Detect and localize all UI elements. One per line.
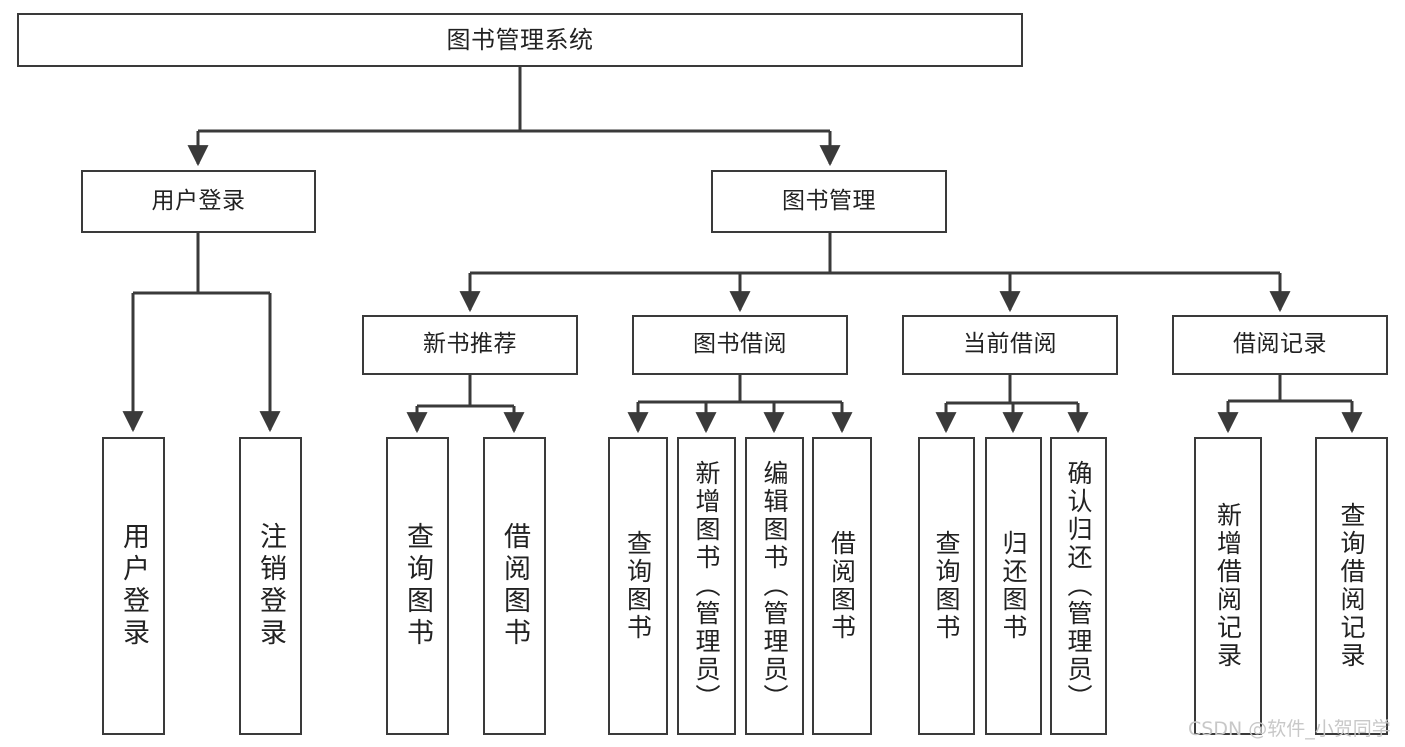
node-book-borrow-label: 图书借阅 — [693, 331, 787, 358]
leaf-current-query-book-label: 查询图书 — [932, 530, 961, 642]
leaf-add-borrow-record-label: 新增借阅记录 — [1213, 502, 1243, 670]
leaf-user-login[interactable]: 用户登录 — [102, 437, 165, 735]
node-borrow-record[interactable]: 借阅记录 — [1172, 315, 1388, 375]
node-new-book-recommend[interactable]: 新书推荐 — [362, 315, 578, 375]
leaf-borrow-query-book-label: 查询图书 — [623, 530, 653, 642]
leaf-new-book-borrow[interactable]: 借阅图书 — [483, 437, 546, 735]
leaf-return-book[interactable]: 归还图书 — [985, 437, 1042, 735]
node-current-borrow[interactable]: 当前借阅 — [902, 315, 1118, 375]
leaf-logout[interactable]: 注销登录 — [239, 437, 302, 735]
node-book-management-label: 图书管理 — [782, 187, 876, 214]
watermark: CSDN @软件_小贺同学 — [1188, 718, 1391, 740]
leaf-confirm-return-admin-label: 确认归还（管理员） — [1064, 460, 1093, 712]
leaf-query-borrow-record-label: 查询借阅记录 — [1337, 502, 1366, 670]
node-current-borrow-label: 当前借阅 — [963, 331, 1057, 358]
leaf-add-book-admin-label: 新增图书（管理员） — [692, 460, 721, 712]
leaf-edit-book-admin-label: 编辑图书（管理员） — [760, 460, 789, 712]
leaf-return-book-label: 归还图书 — [999, 530, 1028, 642]
node-new-book-recommend-label: 新书推荐 — [423, 331, 517, 358]
leaf-current-query-book[interactable]: 查询图书 — [918, 437, 975, 735]
node-user-login-label: 用户登录 — [151, 187, 246, 214]
leaf-confirm-return-admin[interactable]: 确认归还（管理员） — [1050, 437, 1107, 735]
node-book-borrow[interactable]: 图书借阅 — [632, 315, 848, 375]
leaf-query-borrow-record[interactable]: 查询借阅记录 — [1315, 437, 1388, 735]
leaf-user-login-label: 用户登录 — [118, 522, 149, 650]
leaf-borrow-book[interactable]: 借阅图书 — [812, 437, 872, 735]
node-user-login[interactable]: 用户登录 — [81, 170, 316, 233]
leaf-borrow-book-label: 借阅图书 — [827, 530, 857, 642]
leaf-new-book-borrow-label: 借阅图书 — [499, 522, 530, 650]
leaf-new-book-query-label: 查询图书 — [402, 522, 433, 650]
leaf-add-borrow-record[interactable]: 新增借阅记录 — [1194, 437, 1262, 735]
node-book-management[interactable]: 图书管理 — [711, 170, 947, 233]
node-root-label: 图书管理系统 — [446, 25, 594, 54]
node-borrow-record-label: 借阅记录 — [1233, 331, 1327, 358]
leaf-borrow-query-book[interactable]: 查询图书 — [608, 437, 668, 735]
leaf-add-book-admin[interactable]: 新增图书（管理员） — [677, 437, 736, 735]
node-root[interactable]: 图书管理系统 — [17, 13, 1023, 67]
leaf-logout-label: 注销登录 — [255, 522, 286, 650]
leaf-edit-book-admin[interactable]: 编辑图书（管理员） — [745, 437, 804, 735]
leaf-new-book-query[interactable]: 查询图书 — [386, 437, 449, 735]
